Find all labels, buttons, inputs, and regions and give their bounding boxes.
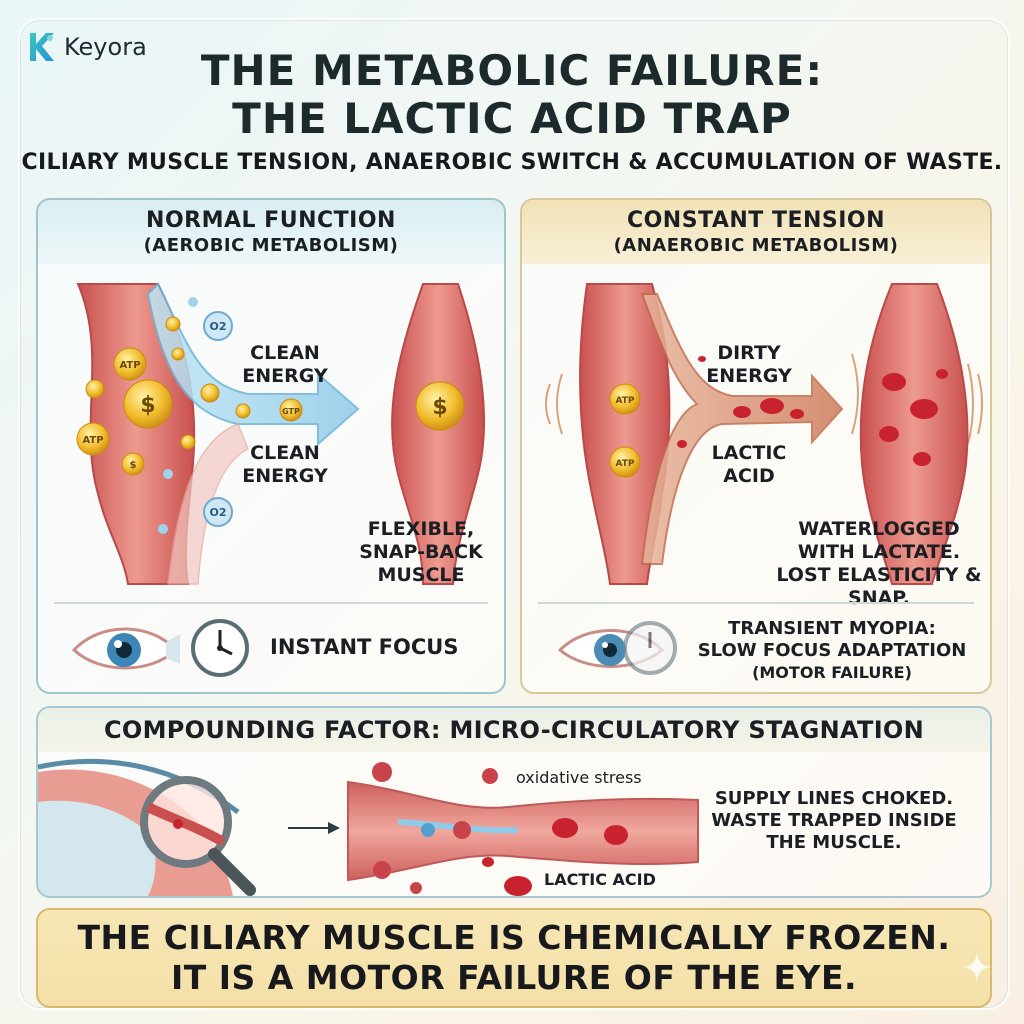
tension-illustration: ATP ATP (545, 283, 983, 585)
normal-function-panel: NORMAL FUNCTION (AEROBIC METABOLISM) (36, 198, 506, 694)
brand-logo: Keyora (24, 30, 147, 64)
conclusion-banner: THE CILIARY MUSCLE IS CHEMICALLY FROZEN.… (36, 908, 992, 1008)
clock-icon (191, 619, 249, 677)
sparkle-icon (962, 952, 992, 982)
muscle-waterlogged (859, 283, 969, 585)
svg-text:$: $ (432, 395, 447, 420)
clock-icon (623, 621, 677, 675)
normal-divider (54, 602, 488, 604)
circulation-illustration (38, 758, 699, 896)
conclusion-line1: THE CILIARY MUSCLE IS CHEMICALLY FROZEN. (77, 918, 951, 957)
instant-focus-label: INSTANT FOCUS (270, 635, 459, 659)
svg-text:ATP: ATP (615, 459, 634, 469)
clean-energy-label-bottom: CLEAN ENERGY (242, 442, 328, 487)
page-title-line1: THE METABOLIC FAILURE: (200, 46, 824, 95)
compounding-heading: COMPOUNDING FACTOR: MICRO-CIRCULATORY ST… (38, 708, 990, 752)
conclusion-line2: IT IS A MOTOR FAILURE OF THE EYE. (170, 958, 858, 997)
page-subtitle: CILIARY MUSCLE TENSION, ANAEROBIC SWITCH… (21, 150, 1003, 175)
compounding-factor-panel: COMPOUNDING FACTOR: MICRO-CIRCULATORY ST… (36, 706, 992, 898)
muscle-flexible (391, 283, 486, 585)
svg-text:O2: O2 (209, 320, 226, 333)
transient-myopia-label: TRANSIENT MYOPIA: (728, 618, 936, 639)
keyora-logo-icon (30, 33, 54, 61)
brand-name: Keyora (64, 33, 147, 61)
virus-icon (372, 762, 498, 894)
slow-focus-label: SLOW FOCUS ADAPTATION (697, 640, 967, 661)
atp-coin-icon: ATP ATP (609, 383, 641, 478)
tension-heading: CONSTANT TENSION (626, 208, 886, 233)
page-frame (18, 18, 1010, 1010)
svg-text:ATP: ATP (119, 360, 140, 371)
tension-divider (538, 602, 974, 604)
oxygen-bubble-icon: O2 O2 (158, 297, 233, 534)
tension-subheading: (ANAEROBIC METABOLISM) (613, 235, 899, 256)
tension-panel-header: CONSTANT TENSION (ANAEROBIC METABOLISM) (522, 200, 990, 264)
blood-vessel (347, 780, 699, 882)
svg-text:ATP: ATP (82, 435, 103, 446)
svg-text:$: $ (130, 460, 137, 471)
constant-tension-panel: CONSTANT TENSION (ANAEROBIC METABOLISM) (520, 198, 992, 694)
svg-text:GTP: GTP (282, 407, 300, 416)
eye-icon (71, 627, 180, 670)
motor-failure-label: (MOTOR FAILURE) (752, 663, 912, 682)
normal-heading: NORMAL FUNCTION (146, 208, 396, 233)
lactic-acid-label: LACTIC ACID (711, 442, 787, 487)
normal-panel-header: NORMAL FUNCTION (AEROBIC METABOLISM) (38, 200, 504, 264)
normal-subheading: (AEROBIC METABOLISM) (143, 235, 399, 256)
normal-illustration: ATP ATP $ $ GTP O2 O2 (76, 282, 486, 585)
atp-coin-icon: ATP ATP $ $ GTP (76, 316, 303, 476)
lactate-blobs (677, 356, 804, 448)
flexible-muscle-label: FLEXIBLE, SNAP-BACK MUSCLE (359, 518, 483, 586)
muscle-tense (579, 283, 671, 585)
svg-text:O2: O2 (209, 506, 226, 519)
clean-energy-flow-top (146, 282, 360, 447)
dirty-energy-flow (640, 293, 844, 565)
dirty-energy-label: DIRTY ENERGY (706, 342, 792, 387)
svg-text:ATP: ATP (615, 396, 634, 406)
waterlogged-muscle-label: WATERLOGGED WITH LACTATE. LOST ELASTICIT… (776, 518, 982, 609)
lactate-blobs (482, 818, 628, 896)
supply-lines-choked-label: SUPPLY LINES CHOKED. WASTE TRAPPED INSID… (711, 788, 957, 853)
magnifier-icon (140, 776, 256, 896)
lactic-acid-label-bottom: LACTIC ACID (544, 870, 656, 889)
page-title-line2: THE LACTIC ACID TRAP (232, 94, 792, 143)
oxidative-stress-label: oxidative stress (516, 768, 642, 787)
clean-energy-label-top: CLEAN ENERGY (242, 342, 328, 387)
svg-text:$: $ (140, 393, 155, 418)
